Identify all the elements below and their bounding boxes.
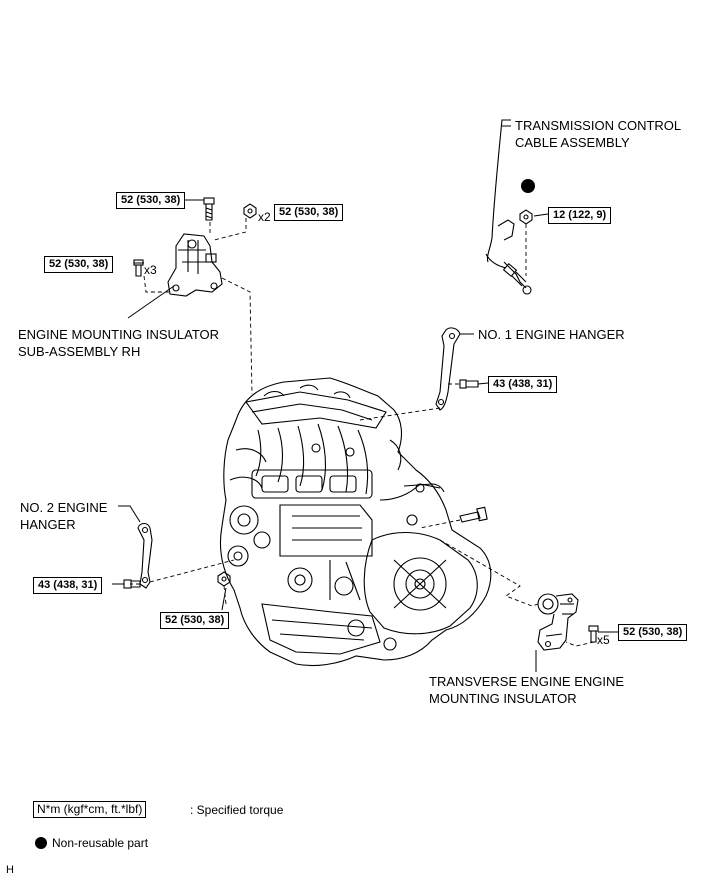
rh-insulator-label-line1: ENGINE MOUNTING INSULATOR [18, 327, 220, 342]
hanger2-label-line2: HANGER [20, 517, 76, 532]
filled-circle-icon [35, 837, 47, 849]
transverse-label-line1: TRANSVERSE ENGINE ENGINE [429, 674, 625, 689]
transverse-long-bolt [459, 506, 488, 523]
transverse-mounting-insulator [537, 593, 579, 651]
torque-rh-side-bolts: 52 (530, 38) [44, 256, 114, 273]
rh-side-bolt [133, 259, 144, 277]
no1-engine-hanger [435, 327, 461, 411]
torque-rh-top-bolt: 52 (530, 38) [116, 192, 186, 209]
legend-nonreusable-text: Non-reusable part [52, 836, 149, 850]
torque-center-nut: 52 (530, 38) [160, 612, 230, 629]
tcc-label-line1: TRANSMISSION CONTROL [515, 118, 682, 133]
hanger1-bolt [459, 379, 479, 389]
transverse-label-line2: MOUNTING INSULATOR [429, 691, 577, 706]
tcc-nut [519, 209, 533, 225]
torque-hanger1-bolt: 43 (438, 31) [488, 376, 558, 393]
legend-torque-text: : Specified torque [190, 803, 284, 817]
hanger2-label-line1: NO. 2 ENGINE [20, 500, 108, 515]
leader-lines [112, 125, 618, 672]
no2-engine-hanger [137, 522, 153, 589]
hanger1-label: NO. 1 ENGINE HANGER [478, 327, 625, 342]
filled-circle-icon [521, 179, 535, 193]
torque-hanger2-bolt: 43 (438, 31) [33, 577, 103, 594]
engine-mounting-insulator-rh [167, 233, 223, 297]
rh-top-bolt [203, 197, 215, 221]
torque-rh-nut: 52 (530, 38) [274, 204, 344, 221]
torque-tcc-nut: 12 (122, 9) [548, 207, 612, 224]
legend-torque-box: N*m (kgf*cm, ft.*lbf) [33, 801, 147, 818]
center-nut [217, 571, 231, 587]
qty-rh-nut: x2 [258, 210, 271, 224]
rh-nut [243, 203, 257, 219]
engine-body [219, 377, 492, 667]
rh-insulator-label-line2: SUB-ASSEMBLY RH [18, 344, 141, 359]
dashed-guides [130, 218, 595, 647]
tcc-label-line2: CABLE ASSEMBLY [515, 135, 630, 150]
qty-rh-side-bolts: x3 [144, 263, 157, 277]
corner-mark: H [6, 864, 14, 876]
qty-transverse-bolts: x5 [597, 633, 610, 647]
transmission-control-cable [485, 119, 532, 295]
torque-transverse-bolts: 52 (530, 38) [618, 624, 688, 641]
